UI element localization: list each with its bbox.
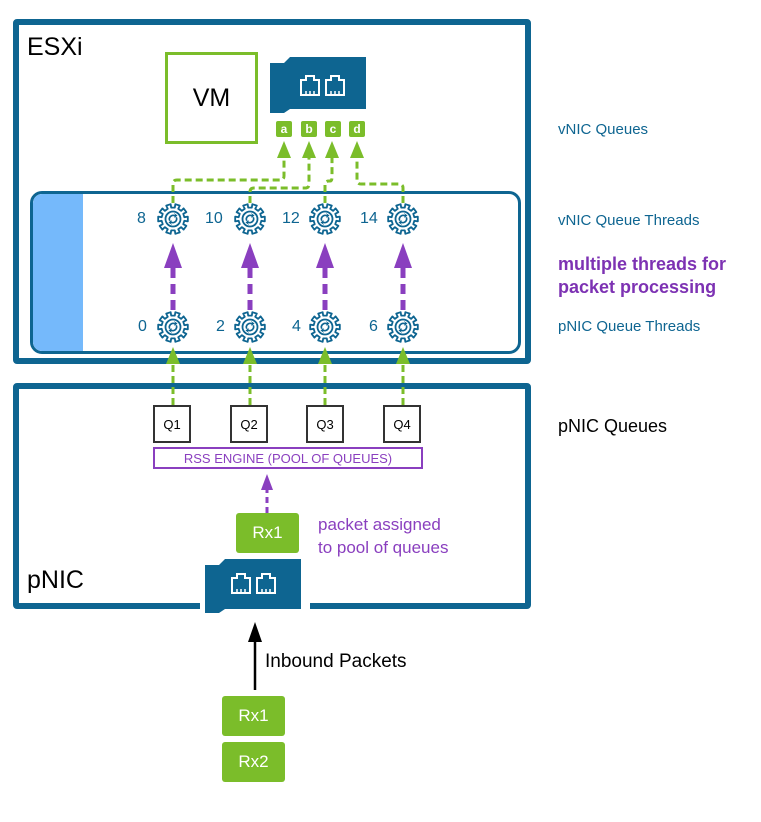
thread-pool-box	[30, 191, 521, 354]
arrowhead-thread2	[243, 347, 257, 364]
rss-engine: RSS ENGINE (POOL OF QUEUES)	[153, 447, 423, 469]
assigned-note-line1: packet assigned	[318, 515, 441, 534]
arrowhead-thread0	[166, 347, 180, 364]
vnic-thread-10-label: 10	[205, 210, 223, 227]
arrowhead-thread8	[164, 243, 182, 268]
link-thread8-to-queue-a	[171, 156, 286, 203]
pnic-thread-4-label: 4	[292, 318, 301, 335]
vnic-thread-10-gear-icon	[234, 203, 266, 235]
arrowhead-rss	[261, 474, 273, 490]
esxi-label: ESXi	[27, 33, 83, 61]
vnic-thread-12-label: 12	[282, 210, 300, 227]
vnic-card-icon	[270, 57, 366, 113]
arrowhead-queue-c	[325, 141, 339, 158]
vnic-queue-d: d	[349, 121, 365, 137]
vnic-queue-a: a	[276, 121, 292, 137]
vm-label: VM	[192, 83, 231, 112]
assigned-packet-rx1: Rx1	[236, 513, 299, 553]
vnic-thread-8-gear-icon	[157, 203, 189, 235]
vm-box: VM	[165, 52, 258, 144]
thread-pool-sidebar	[33, 194, 83, 351]
side-label-vnic-queues: vNIC Queues	[558, 121, 649, 138]
inbound-packets-label: Inbound Packets	[265, 651, 407, 672]
vnic-thread-14-gear-icon	[387, 203, 419, 235]
vnic-thread-12-gear-icon	[309, 203, 341, 235]
pnic-card-icon	[205, 559, 301, 613]
side-label-multi-threads-1: multiple threads for	[558, 254, 727, 274]
pnic-queue-q1: Q1	[153, 405, 191, 443]
link-thread14-to-queue-d	[355, 156, 405, 203]
side-label-pnic-queue-threads: pNIC Queue Threads	[558, 318, 701, 335]
arrowhead-thread14	[394, 243, 412, 268]
link-thread12-to-queue-c	[323, 156, 334, 203]
pnic-label: pNIC	[27, 566, 84, 594]
vnic-thread-8-label: 8	[137, 210, 146, 227]
pnic-thread-6-gear-icon	[387, 311, 419, 343]
esxi-host-box	[13, 19, 531, 364]
inbound-arrowhead	[248, 622, 262, 642]
arrowhead-queue-d	[350, 141, 364, 158]
pnic-thread-4-gear-icon	[309, 311, 341, 343]
pnic-thread-2-label: 2	[216, 318, 225, 335]
inbound-packet-rx1: Rx1	[222, 696, 285, 736]
pnic-queue-q2: Q2	[230, 405, 268, 443]
assigned-note: packet assigned to pool of queues	[318, 513, 448, 559]
link-thread10-to-queue-b	[248, 156, 311, 203]
pnic-thread-6-label: 6	[369, 318, 378, 335]
arrowhead-thread12	[316, 243, 334, 268]
pnic-thread-2-gear-icon	[234, 311, 266, 343]
pnic-thread-0-label: 0	[138, 318, 147, 335]
assigned-note-line2: to pool of queues	[318, 538, 449, 557]
vnic-queue-b: b	[301, 121, 317, 137]
arrowhead-thread6	[396, 347, 410, 364]
arrowhead-thread10	[241, 243, 259, 268]
pnic-queue-q3: Q3	[306, 405, 344, 443]
vnic-thread-14-label: 14	[360, 210, 378, 227]
pnic-queue-q4: Q4	[383, 405, 421, 443]
inbound-packet-rx2: Rx2	[222, 742, 285, 782]
arrowhead-queue-a	[277, 141, 291, 158]
vnic-queue-c: c	[325, 121, 341, 137]
arrowhead-thread4	[318, 347, 332, 364]
side-label-pnic-queues: pNIC Queues	[558, 416, 668, 436]
side-label-multi-threads-2: packet processing	[558, 277, 717, 297]
pnic-thread-0-gear-icon	[157, 311, 189, 343]
arrowhead-queue-b	[302, 141, 316, 158]
side-label-vnic-queue-threads: vNIC Queue Threads	[558, 212, 700, 229]
